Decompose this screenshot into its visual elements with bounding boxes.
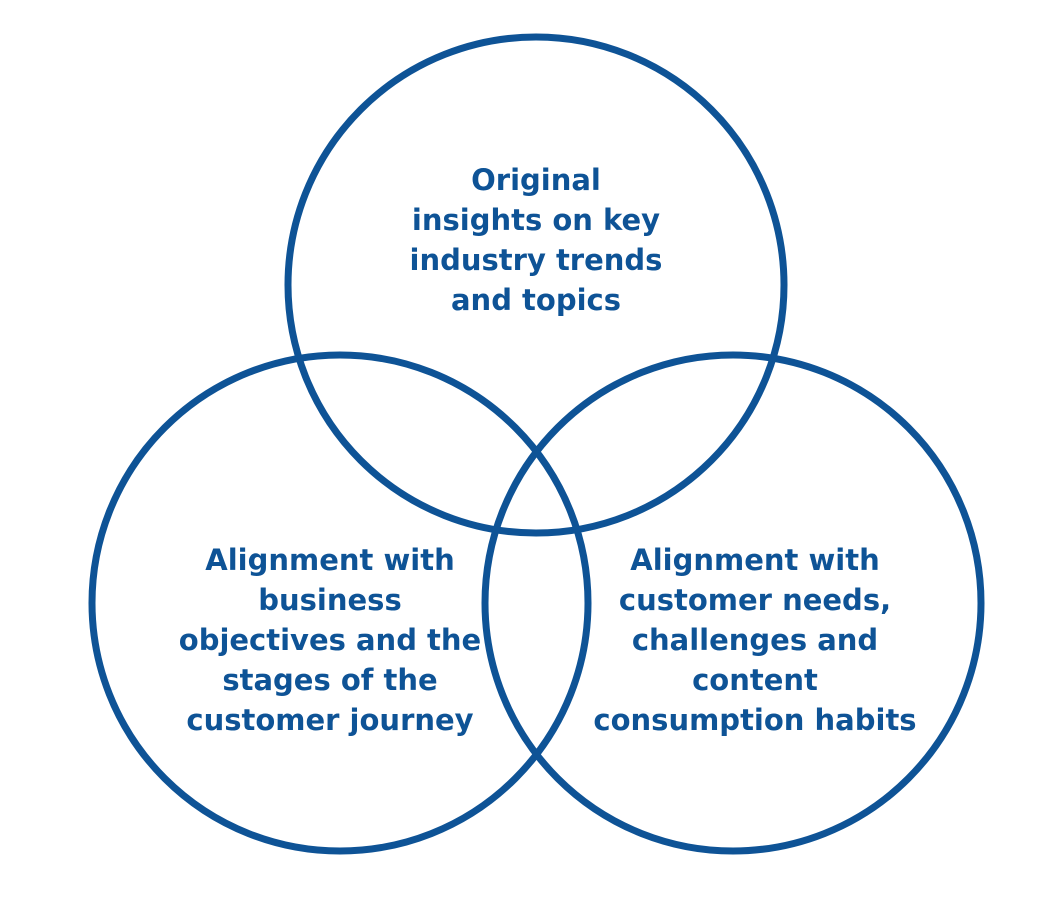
circle-top xyxy=(284,33,788,537)
label-line: Alignment with xyxy=(630,543,880,577)
circle-left-label: Alignment with business objectives and t… xyxy=(160,540,500,740)
label-line: Alignment with xyxy=(205,543,455,577)
circle-right-label: Alignment with customer needs, challenge… xyxy=(575,540,935,740)
label-line: customer journey xyxy=(186,703,474,737)
label-line: and topics xyxy=(450,283,621,317)
circle-left xyxy=(88,351,592,855)
label-line: challenges and xyxy=(631,623,879,657)
label-line: objectives and the xyxy=(178,623,482,657)
circle-top-label: Original insights on key industry trends… xyxy=(386,160,686,320)
circle-right xyxy=(481,351,985,855)
label-line: industry trends xyxy=(409,243,663,277)
label-line: content xyxy=(692,663,818,697)
label-line: customer needs, xyxy=(618,583,892,617)
label-line: consumption habits xyxy=(593,703,917,737)
label-line: Original xyxy=(471,163,601,197)
label-line: insights on key xyxy=(411,203,661,237)
label-line: stages of the xyxy=(222,663,438,697)
label-line: business xyxy=(258,583,402,617)
